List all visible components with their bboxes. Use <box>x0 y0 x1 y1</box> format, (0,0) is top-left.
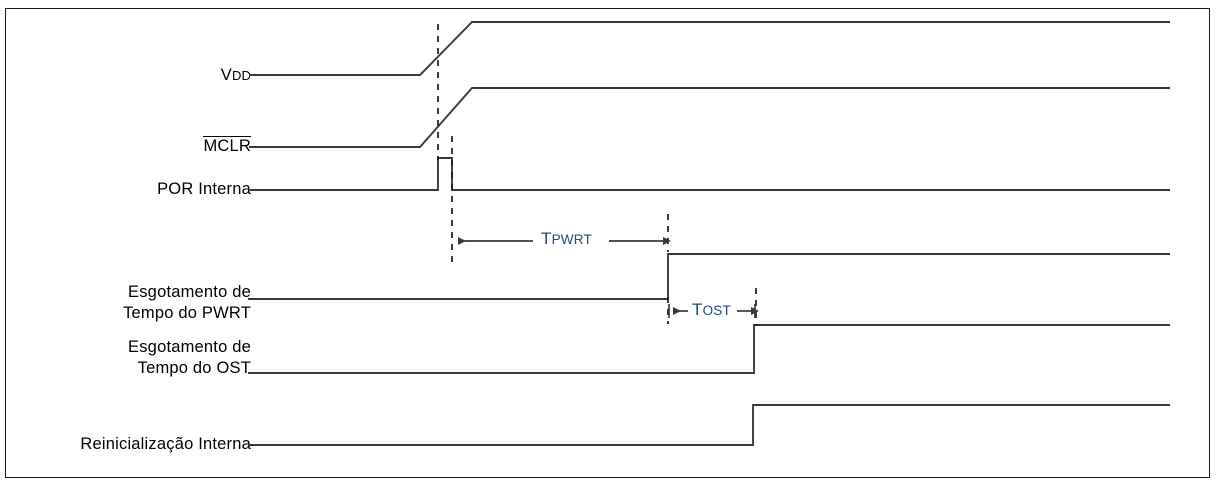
signal-label-por: POR Interna <box>157 179 251 199</box>
timing-label-tost-sub: OST <box>702 303 731 318</box>
signal-label-mclr: MCLR <box>203 136 251 156</box>
signal-label-vdd-sub: DD <box>232 68 251 83</box>
signal-label-por-main: POR Interna <box>157 180 251 198</box>
timing-label-tpwrt-sub: PWRT <box>551 232 592 247</box>
timing-label-tost-main: T <box>692 300 703 319</box>
signal-label-reset-main: Reinicialização Interna <box>80 435 251 453</box>
signal-label-pwrt-line2: Tempo do PWRT <box>123 304 251 322</box>
signal-label-vdd-main: V <box>220 66 233 84</box>
diagram-border <box>5 8 1210 478</box>
signal-label-ost-line2: Tempo do OST <box>137 359 251 377</box>
signal-label-pwrt: Esgotamento de Tempo do PWRT <box>123 282 251 324</box>
signal-label-ost: Esgotamento de Tempo do OST <box>128 337 251 379</box>
timing-label-tpwrt: TPWRT <box>541 229 592 249</box>
signal-label-vdd: VDD <box>221 65 251 86</box>
signal-label-pwrt-line1: Esgotamento de <box>128 283 251 301</box>
timing-label-tpwrt-main: T <box>541 229 552 248</box>
signal-label-reset: Reinicialização Interna <box>80 434 251 454</box>
signal-label-ost-line1: Esgotamento de <box>128 338 251 356</box>
timing-label-tost: TOST <box>692 300 731 320</box>
signal-label-mclr-main: MCLR <box>203 136 251 155</box>
